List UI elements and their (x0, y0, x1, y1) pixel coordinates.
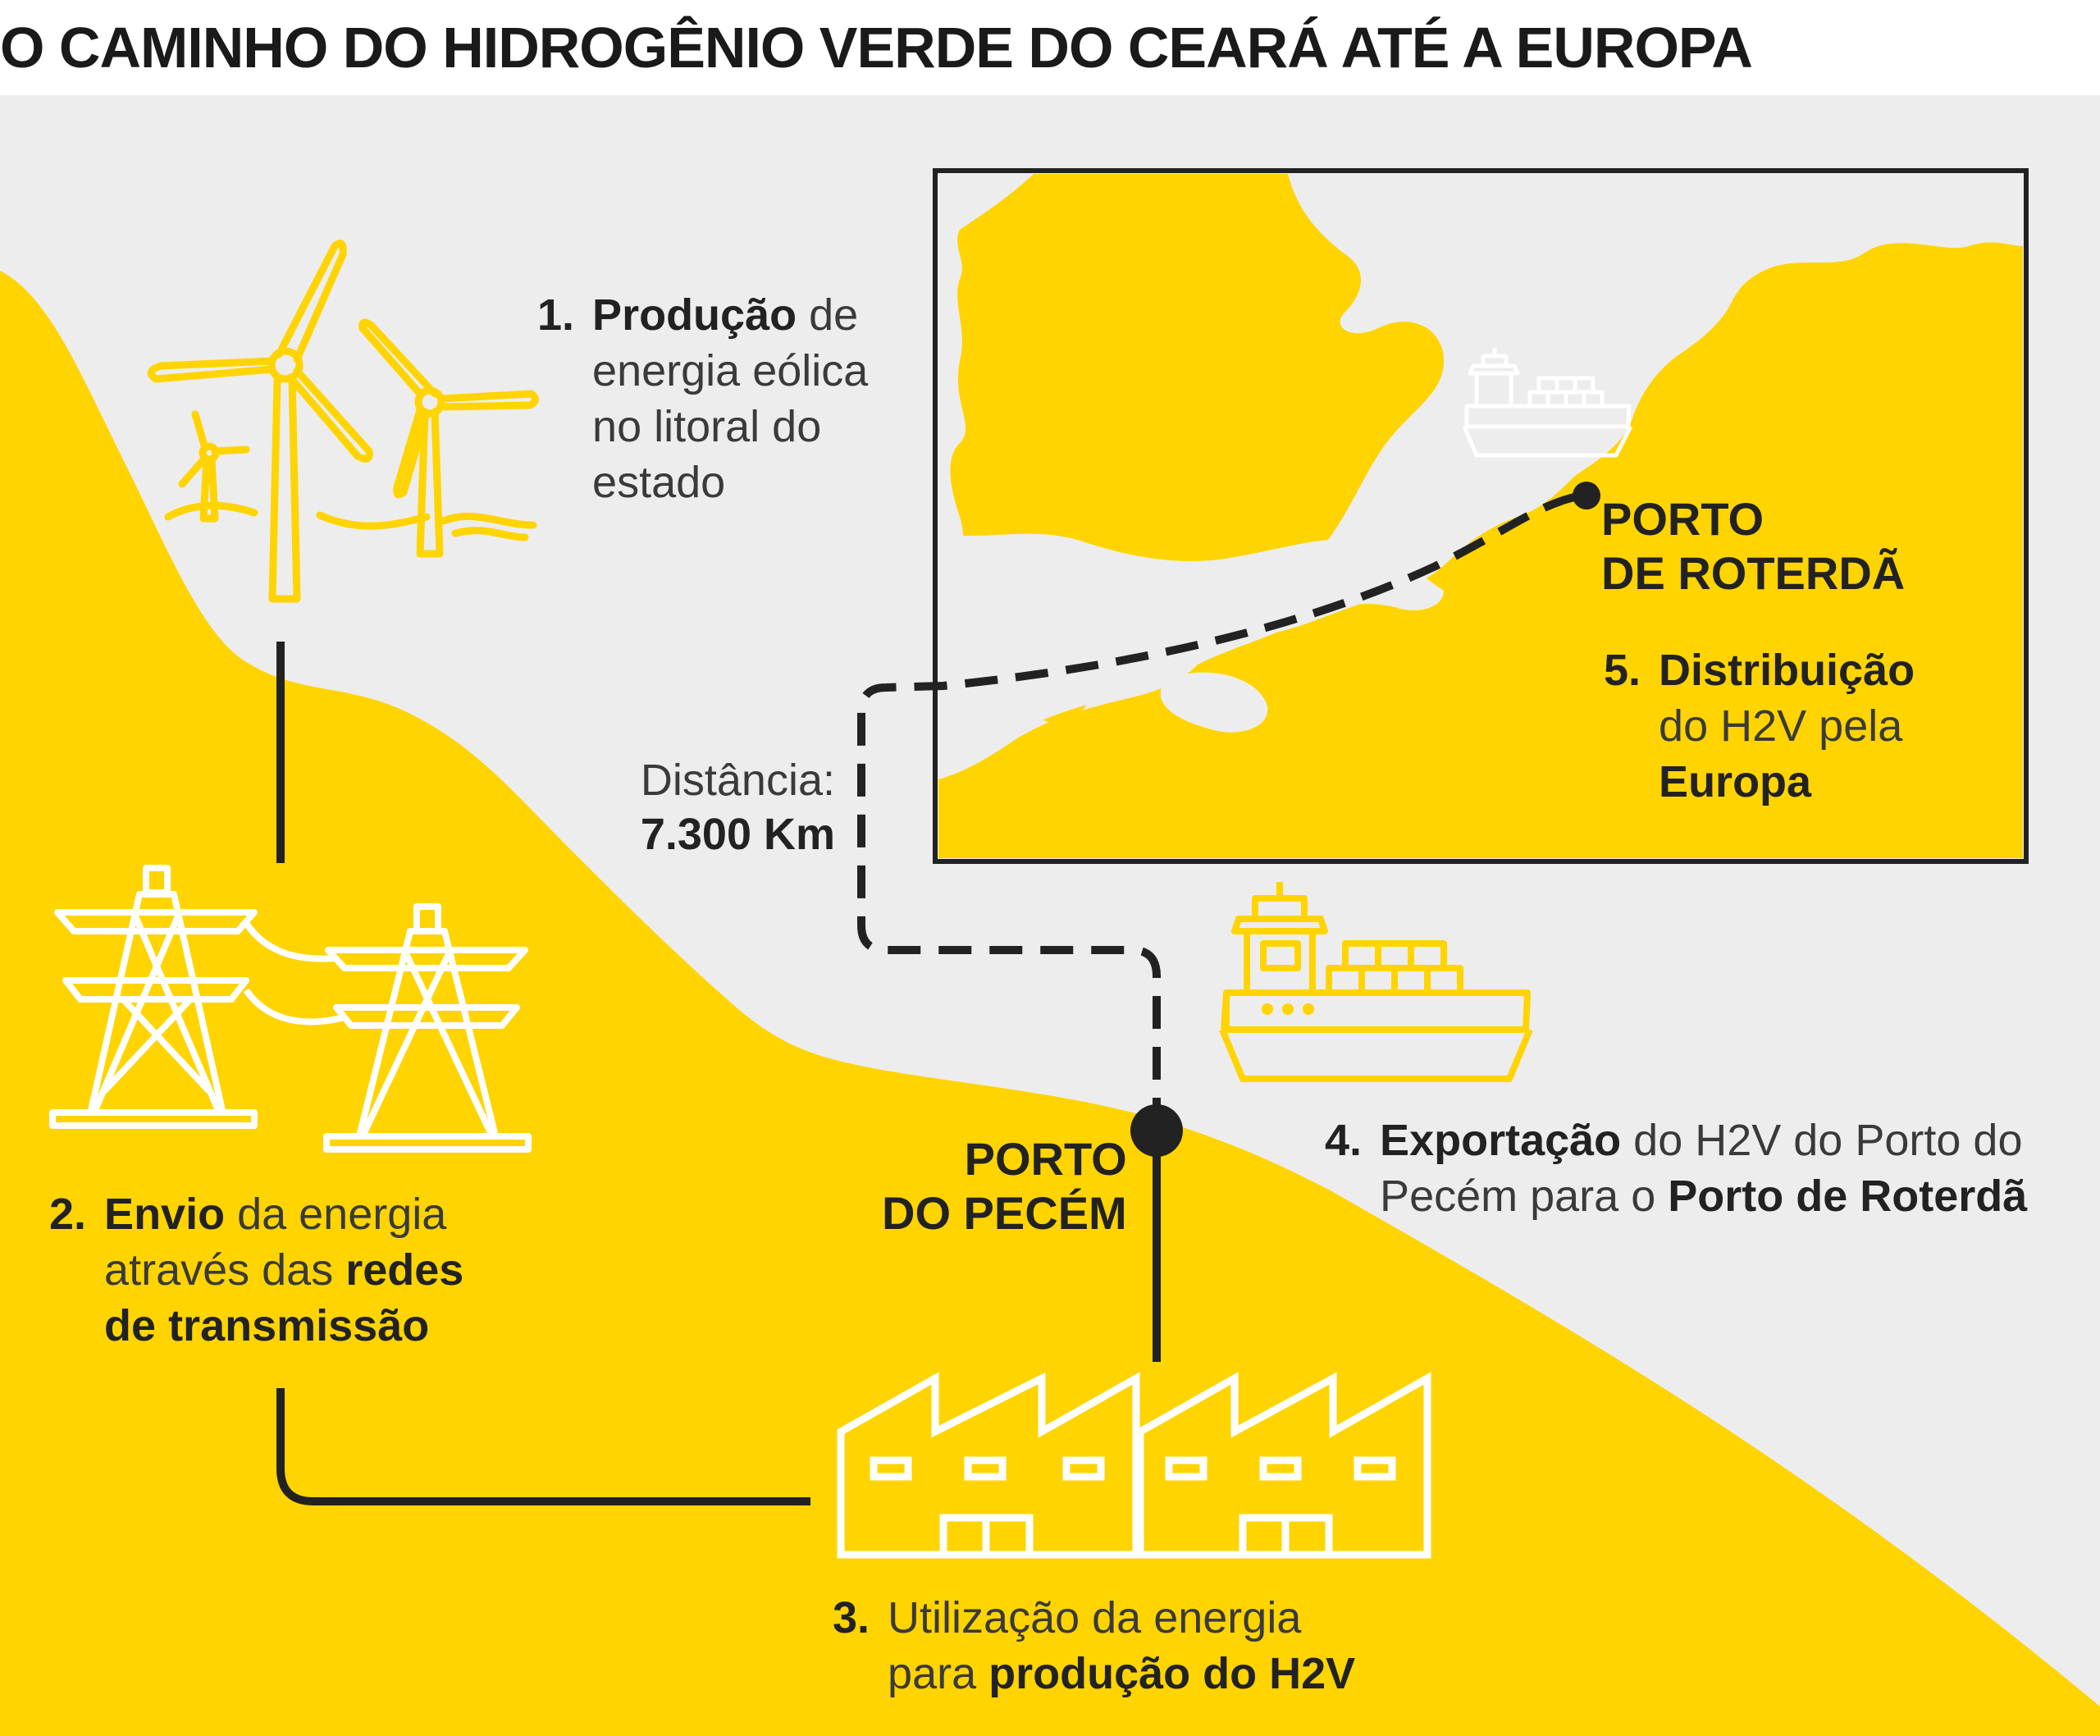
cargo-ship-icon (1219, 882, 1533, 1082)
step-4-text: 4. Exportação do H2V do Porto do Pecém p… (1325, 1112, 2027, 1224)
step-number: 5. (1604, 646, 1641, 695)
step-number: 1. (537, 290, 575, 340)
step-number: 4. (1325, 1116, 1363, 1165)
cargo-ship-icon (1462, 348, 1633, 458)
port-marker-icon (1573, 482, 1600, 509)
distance-label: Distância: 7.300 Km (640, 756, 835, 859)
step-1-text: 1. Produção de energia eólica no litoral… (537, 287, 868, 510)
connector-towers-factory (276, 1388, 810, 1505)
step-number: 3. (833, 1593, 870, 1642)
europe-island (1160, 672, 1268, 733)
step-number: 2. (49, 1190, 87, 1239)
step-2-text: 2. Envio da energia através das redes de… (49, 1186, 463, 1354)
port-roterda-label: PORTO DE ROTERDÃ (1601, 493, 1906, 599)
shipping-route (857, 490, 1592, 1131)
europe-map (933, 168, 2029, 864)
port-pecem-label: PORTO DO PECÉM (882, 1133, 1127, 1239)
wind-turbine-icon (147, 240, 539, 603)
transmission-tower-icon (49, 865, 532, 1153)
coast-land (0, 271, 2100, 1736)
port-marker-icon (1130, 1104, 1183, 1157)
page-title: O CAMINHO DO HIDROGÊNIO VERDE DO CEARÁ A… (0, 0, 2100, 95)
step-3-text: 3. Utilização da energia para produção d… (833, 1590, 1355, 1702)
factory-icon (837, 1372, 1431, 1559)
step-5-text: 5. Distribuição do H2V pela Europa (1604, 642, 1915, 810)
